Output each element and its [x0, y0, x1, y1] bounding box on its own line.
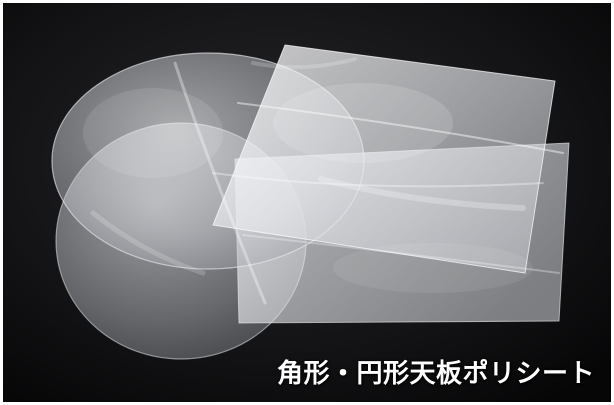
product-caption: 角形・円形天板ポリシート: [276, 359, 595, 389]
sheet-highlights: [83, 83, 533, 293]
photo-illustration: [3, 3, 611, 402]
square-sheet-upper: [212, 44, 556, 274]
sheet-creases: [90, 57, 564, 305]
